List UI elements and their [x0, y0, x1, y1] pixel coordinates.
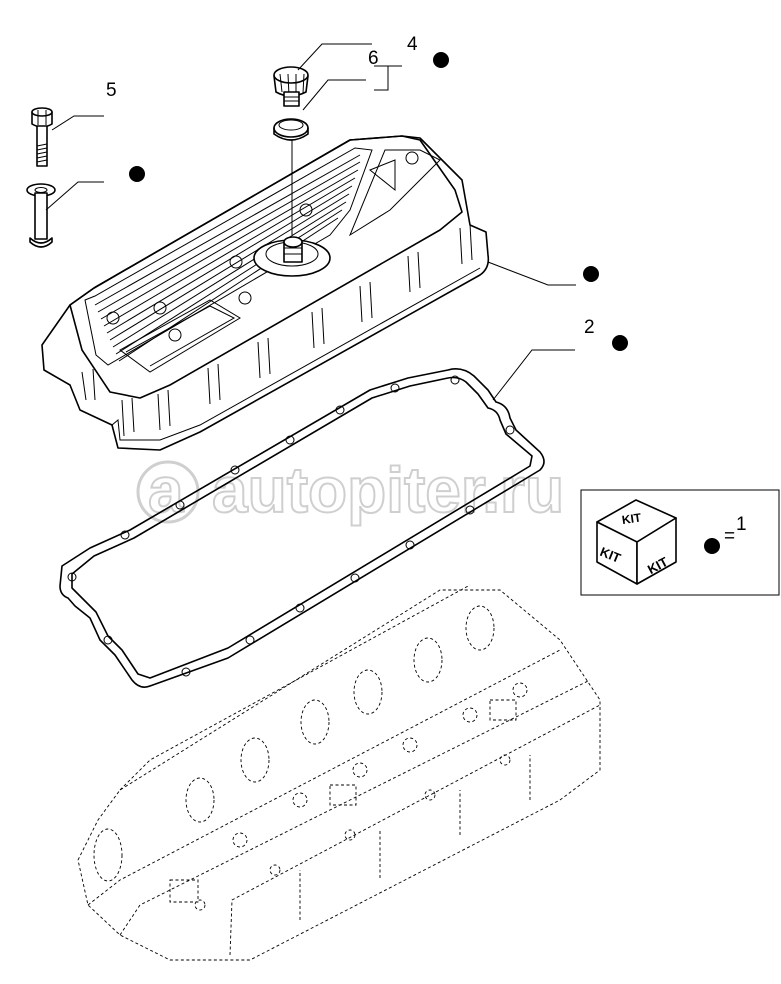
kit-cube-icon: KIT KIT KIT: [596, 499, 677, 585]
kit-dot-gasket: [612, 335, 628, 351]
watermark-logo-letter: a: [148, 454, 184, 526]
cover-cooling-fins: [94, 154, 361, 362]
kit-label-left: KIT: [598, 544, 623, 566]
callout-6: 6: [368, 48, 379, 69]
kit-legend-equals: =: [724, 526, 735, 547]
cylinder-head-outline: [77, 584, 601, 961]
valve-cover: [41, 135, 490, 451]
watermark-text: autopiter.ru: [212, 454, 564, 526]
kit-label-top: KIT: [621, 510, 643, 527]
callout-4: 4: [407, 34, 418, 55]
watermark: a autopiter.ru: [136, 453, 565, 527]
callout-1: 1: [736, 514, 747, 535]
kit-legend: KIT KIT KIT = 1: [580, 489, 780, 596]
cover-screw: [31, 107, 53, 167]
callout-2: 2: [584, 317, 595, 338]
kit-dot-screw: [129, 166, 145, 182]
cover-nut: [273, 66, 309, 107]
nut-seal-ring: [273, 118, 309, 141]
kit-dot-cover: [583, 266, 599, 282]
leader-lines: [45, 43, 576, 401]
valve-cover-gasket: [59, 368, 545, 688]
kit-legend-dot: [704, 538, 720, 554]
kit-dot-nut: [433, 52, 449, 68]
callout-5: 5: [106, 80, 117, 101]
screw-spacer-sleeve: [26, 183, 56, 248]
